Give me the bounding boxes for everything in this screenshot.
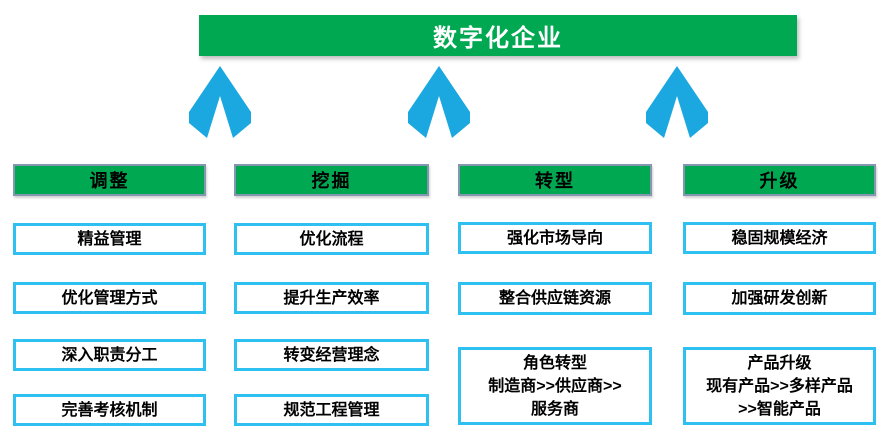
item-label: 深入职责分工 bbox=[61, 346, 158, 364]
item-strengthen-market: 强化市场导向 bbox=[458, 222, 652, 254]
item-label: 提升生产效率 bbox=[283, 289, 380, 307]
item-label: 稳固规模经济 bbox=[731, 229, 828, 247]
item-product-upgrade: 产品升级 现有产品>>多样产品 >>智能产品 bbox=[683, 347, 876, 425]
chevron-shape bbox=[189, 66, 251, 138]
item-label: 精益管理 bbox=[77, 230, 142, 248]
item-label: 角色转型 bbox=[522, 354, 587, 372]
column-header-upgrade: 升级 bbox=[683, 164, 876, 196]
digital-enterprise-banner: 数字化企业 bbox=[199, 15, 797, 56]
item-deepen-responsibilities: 深入职责分工 bbox=[13, 339, 206, 371]
banner-label: 数字化企业 bbox=[433, 25, 563, 52]
item-lean-management: 精益管理 bbox=[13, 223, 206, 255]
item-label: 强化市场导向 bbox=[506, 229, 603, 247]
column-header-transform: 转型 bbox=[458, 164, 652, 196]
item-label: 服务商 bbox=[530, 400, 579, 418]
item-label: 优化流程 bbox=[299, 230, 364, 248]
item-label: 产品升级 bbox=[747, 354, 812, 372]
chevron-up-icon bbox=[646, 66, 708, 138]
item-label: 加强研发创新 bbox=[731, 290, 828, 307]
item-standardize-engineering: 规范工程管理 bbox=[234, 394, 429, 426]
item-improve-efficiency: 提升生产效率 bbox=[234, 282, 429, 314]
item-improve-assessment: 完善考核机制 bbox=[13, 394, 206, 426]
item-label: 现有产品>>多样产品 bbox=[706, 377, 853, 395]
item-label: >>智能产品 bbox=[738, 400, 821, 418]
item-role-transformation: 角色转型 制造商>>供应商>> 服务商 bbox=[458, 347, 652, 425]
item-optimize-process: 优化流程 bbox=[234, 223, 429, 255]
chevron-up-icon bbox=[408, 66, 470, 138]
item-optimize-management: 优化管理方式 bbox=[13, 282, 206, 314]
item-label: 转变经营理念 bbox=[283, 346, 380, 364]
item-strengthen-rd-innovation: 加强研发创新 bbox=[683, 282, 876, 315]
item-stabilize-scale-economy: 稳固规模经济 bbox=[683, 222, 876, 254]
item-label: 完善考核机制 bbox=[61, 401, 158, 419]
item-label: 优化管理方式 bbox=[61, 289, 158, 307]
chevron-shape bbox=[646, 66, 708, 138]
item-label: 制造商>>供应商>> bbox=[488, 377, 622, 395]
column-header-adjust: 调整 bbox=[13, 164, 206, 196]
item-label: 规范工程管理 bbox=[283, 401, 380, 419]
item-integrate-supply-chain: 整合供应链资源 bbox=[458, 282, 652, 315]
item-change-philosophy: 转变经营理念 bbox=[234, 339, 429, 371]
chevron-up-icon bbox=[189, 66, 251, 138]
column-header-excavate: 挖掘 bbox=[234, 164, 429, 196]
chevron-shape bbox=[408, 66, 470, 138]
item-label: 整合供应链资源 bbox=[498, 290, 611, 307]
